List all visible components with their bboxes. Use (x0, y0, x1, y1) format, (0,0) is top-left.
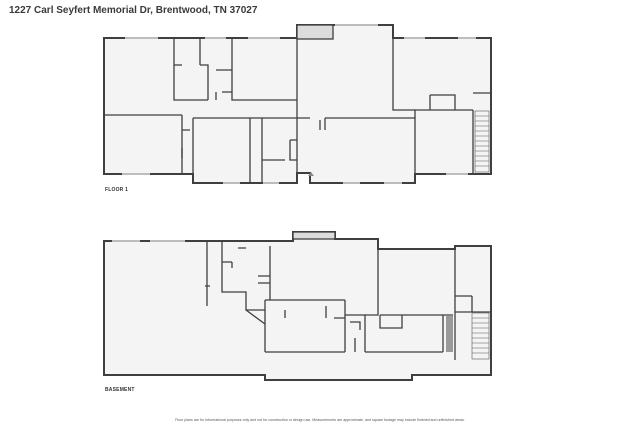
basement-label: BASEMENT (105, 387, 135, 393)
page-title: 1227 Carl Seyfert Memorial Dr, Brentwood… (9, 5, 258, 16)
floor-1-plan (103, 24, 492, 184)
basement-plan (103, 231, 492, 381)
floor-1-label: FLOOR 1 (105, 187, 129, 193)
disclaimer-text: Floor plans are for informational purpos… (175, 418, 465, 422)
